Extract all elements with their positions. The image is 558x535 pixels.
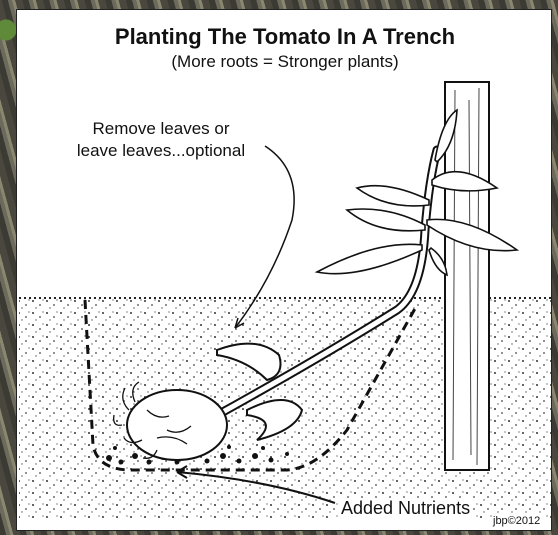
note-line-2: leave leaves...optional xyxy=(41,140,281,162)
credit-label: jbp©2012 xyxy=(493,515,540,527)
diagram-title: Planting The Tomato In A Trench xyxy=(17,24,553,50)
leaves-note: Remove leaves or leave leaves...optional xyxy=(41,118,281,162)
diagram-subtitle: (More roots = Stronger plants) xyxy=(17,52,553,72)
diagram-frame: Planting The Tomato In A Trench (More ro… xyxy=(16,9,552,531)
trench-illustration xyxy=(17,10,553,532)
nutrients-label: Added Nutrients xyxy=(339,498,472,519)
note-line-1: Remove leaves or xyxy=(41,118,281,140)
